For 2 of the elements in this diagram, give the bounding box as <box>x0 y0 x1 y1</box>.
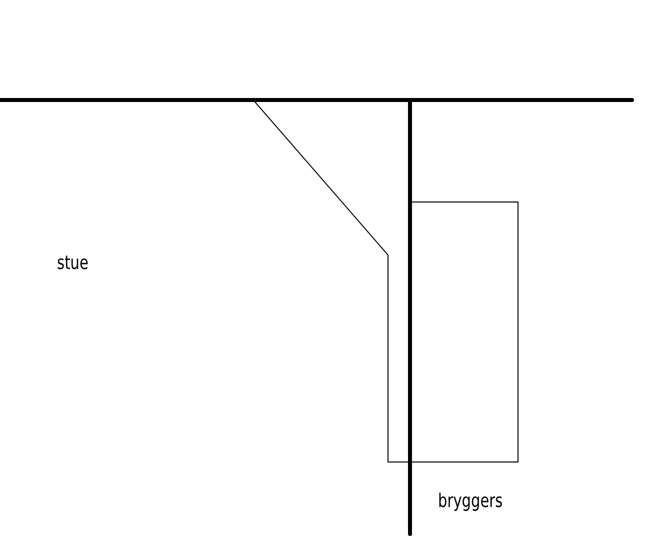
room-label: bryggers <box>438 492 503 511</box>
room-label: stue <box>57 254 88 273</box>
